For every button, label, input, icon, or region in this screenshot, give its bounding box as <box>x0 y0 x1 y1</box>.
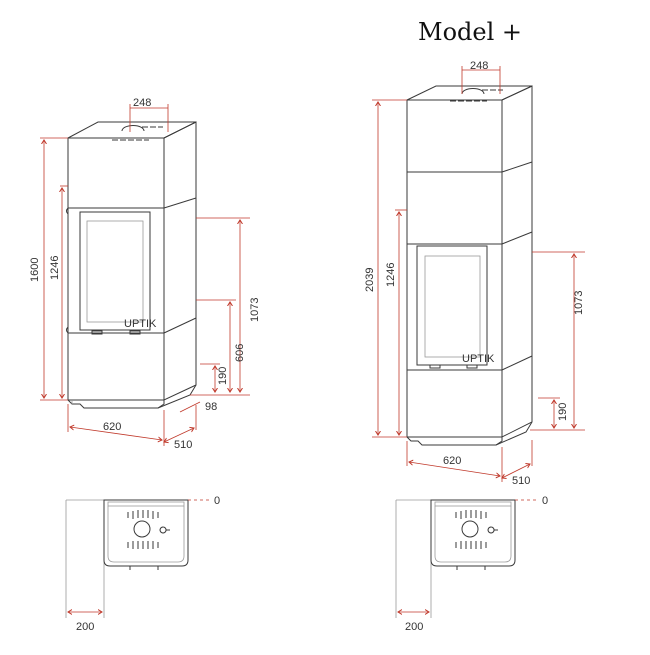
door-badge: UPTIK <box>124 318 157 330</box>
std-dim-connection-height: 1073 <box>249 298 261 322</box>
std-dim-total-height: 1600 <box>29 258 41 282</box>
plus-dim-door-height: 1246 <box>385 263 397 287</box>
plan-right-dim-zero: 0 <box>542 495 548 507</box>
plan-left-dim-wall: 200 <box>76 621 94 633</box>
std-dim-door-height: 1246 <box>49 256 61 280</box>
plan-flue-grate-icon <box>127 510 170 549</box>
plus-front-face <box>406 99 503 438</box>
std-dim-top: 248 <box>133 97 151 109</box>
stove-side-face <box>163 121 197 401</box>
std-dim-base: 190 <box>217 367 229 385</box>
plus-top-face <box>406 85 533 101</box>
plus-dim-depth: 510 <box>512 475 530 487</box>
stove-standard-elevation: UPTIK <box>66 121 197 409</box>
std-dim-depth-offset: 98 <box>205 401 217 413</box>
plan-left-dim-zero: 0 <box>214 495 220 507</box>
stove-door-glass <box>86 220 144 323</box>
plus-door-badge: UPTIK <box>462 353 495 365</box>
stove-top-face <box>67 121 197 139</box>
plan-view-plus: 0 200 <box>395 495 548 633</box>
plus-top-control-icon <box>450 88 503 102</box>
plus-door-glass <box>424 255 481 358</box>
model-plus-title: Model + <box>418 18 523 46</box>
plan-stove-outline <box>103 499 189 567</box>
std-dim-depth: 510 <box>174 439 192 451</box>
std-dim-rear-outlet: 606 <box>234 344 246 362</box>
plan-plus-stove-outline <box>430 499 516 567</box>
plan-right-dim-wall: 200 <box>405 621 423 633</box>
std-dim-width: 620 <box>103 421 121 433</box>
plus-dimensions: 248 2039 1246 1073 190 620 <box>364 60 585 487</box>
plus-dim-total-height: 2039 <box>364 268 376 292</box>
standard-dimensions: 248 1600 1246 1073 606 190 <box>29 97 261 451</box>
plan-view-standard: 0 200 <box>65 495 220 633</box>
stove-plus-elevation: UPTIK <box>406 85 533 446</box>
plus-dim-connection-height: 1073 <box>573 291 585 315</box>
plus-dim-base: 190 <box>557 403 569 421</box>
top-control-icon <box>112 125 163 141</box>
plan-plus-flue-grate-icon <box>455 510 498 549</box>
plus-door <box>416 245 488 366</box>
plus-dim-width: 620 <box>443 455 461 467</box>
plus-dim-top: 248 <box>470 60 488 72</box>
plus-side-face <box>501 85 533 438</box>
stove-door <box>79 211 151 331</box>
